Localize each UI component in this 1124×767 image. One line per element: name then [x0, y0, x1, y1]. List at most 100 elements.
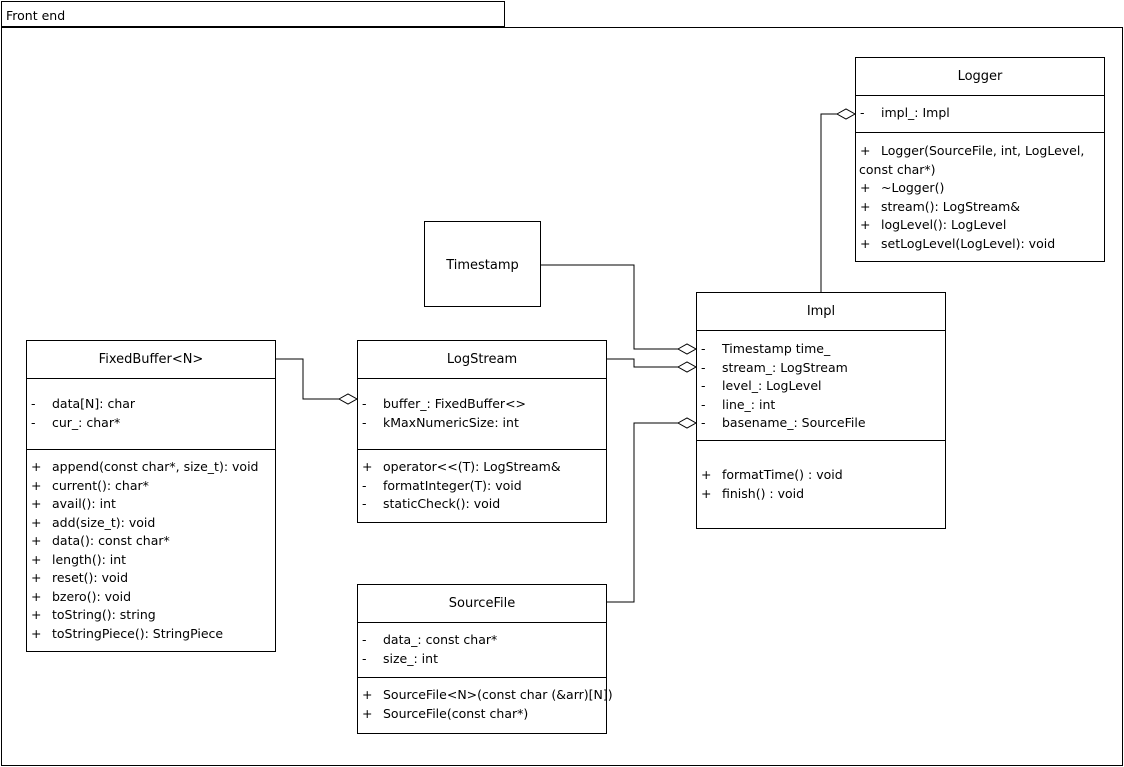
operation-text: length(): int: [52, 551, 127, 567]
operation-row: + toString(): string: [27, 607, 275, 626]
operation-row: + operator<<(T): LogStream&: [358, 459, 606, 478]
attribute-text: kMaxNumericSize: int: [383, 414, 519, 430]
attribute-row: -cur_: char*: [27, 415, 275, 434]
visibility-marker: -: [701, 396, 706, 412]
operation-text: current(): char*: [52, 477, 149, 493]
attribute-text: stream_: LogStream: [722, 359, 848, 375]
attribute-row: - impl_: Impl: [856, 105, 1104, 124]
operation-row: +~Logger(): [856, 180, 1104, 199]
class-logstream[interactable]: LogStream -buffer_: FixedBuffer<>-kMaxNu…: [357, 340, 607, 523]
operation-text: avail(): int: [52, 496, 116, 511]
operation-text: operator<<(T): LogStream&: [383, 459, 561, 474]
operation-row: -formatInteger(T): void: [358, 478, 606, 497]
operation-text: Logger(SourceFile, int, LogLevel,: [881, 143, 1085, 158]
operation-row: const char*): [856, 162, 1104, 181]
operation-row: + SourceFile<N>(const char (&arr)[N]): [358, 687, 613, 706]
visibility-marker: +: [31, 570, 42, 585]
visibility-marker: +: [860, 180, 871, 195]
attribute-text: basename_: SourceFile: [722, 415, 866, 430]
visibility-marker: +: [31, 607, 42, 622]
edge-sourcefile-impl: [607, 422, 678, 603]
visibility-marker: +: [31, 551, 42, 567]
class-sourcefile[interactable]: SourceFile -data_: const char*-size_: in…: [357, 584, 613, 734]
attribute-row: -stream_: LogStream: [697, 360, 945, 379]
aggregation-diamond-icon: [835, 108, 857, 120]
package-label: Front end: [6, 8, 66, 23]
operation-row: +data(): const char*: [27, 533, 275, 552]
visibility-marker: -: [860, 105, 865, 120]
attribute-row: -level_: LogLevel: [697, 378, 945, 397]
attribute-row: -line_: int: [697, 397, 945, 416]
class-name: SourceFile: [448, 596, 516, 611]
attribute-text: impl_: Impl: [881, 105, 950, 120]
aggregation-diamond-icon: [676, 343, 698, 355]
visibility-marker: +: [31, 588, 42, 604]
operation-text: toString(): string: [52, 607, 156, 622]
operation-row: +append(const char*, size_t): void: [27, 459, 275, 478]
operation-text: staticCheck(): void: [383, 496, 501, 511]
visibility-marker: -: [362, 632, 367, 647]
visibility-marker: +: [31, 625, 42, 641]
edge-fixedbuffer-logstream: [276, 358, 339, 400]
attribute-text: level_: LogLevel: [722, 378, 822, 393]
operation-row: + SourceFile(const char*): [358, 706, 606, 725]
class-impl[interactable]: Impl -Timestamp time_-stream_: LogStream…: [696, 292, 946, 529]
visibility-marker: +: [860, 235, 871, 251]
visibility-marker: +: [860, 143, 871, 158]
visibility-marker: +: [701, 467, 712, 482]
visibility-marker: -: [701, 341, 706, 356]
visibility-marker: -: [31, 396, 36, 411]
operation-row: +logLevel(): LogLevel: [856, 217, 1104, 236]
operation-text: data(): const char*: [52, 533, 170, 548]
operation-row: + avail(): int: [27, 496, 275, 515]
operation-text: SourceFile<N>(const char (&arr)[N]): [383, 687, 613, 702]
operation-row: + Logger(SourceFile, int, LogLevel,: [856, 143, 1104, 162]
operation-text: reset(): void: [52, 570, 129, 585]
operation-text: add(size_t): void: [52, 514, 156, 530]
aggregation-diamond-icon: [676, 361, 698, 373]
operation-text: append(const char*, size_t): void: [52, 459, 259, 474]
operation-row: +stream(): LogStream&: [856, 199, 1104, 218]
attribute-row: - data[N]: char: [27, 396, 275, 415]
visibility-marker: +: [860, 198, 871, 214]
operation-text: formatInteger(T): void: [383, 477, 522, 493]
class-name: Impl: [806, 304, 836, 319]
visibility-marker: +: [362, 687, 373, 702]
visibility-marker: -: [362, 414, 367, 430]
visibility-marker: +: [701, 485, 712, 501]
operation-text: toStringPiece(): StringPiece: [52, 625, 224, 641]
operation-row: + current(): char*: [27, 478, 275, 497]
attribute-text: data[N]: char: [52, 396, 136, 411]
class-logger[interactable]: Logger - impl_: Impl + Logger(SourceFile, …: [855, 57, 1105, 262]
visibility-marker: -: [701, 415, 706, 430]
operation-text: SourceFile(const char*): [383, 705, 529, 721]
class-name: Timestamp: [446, 258, 519, 273]
visibility-marker: +: [362, 459, 373, 474]
visibility-marker: +: [31, 496, 42, 511]
operation-row: + setLogLevel(LogLevel): void: [856, 236, 1104, 255]
visibility-marker: +: [31, 477, 42, 493]
attribute-row: -Timestamp time_: [697, 341, 945, 360]
class-timestamp[interactable]: Timestamp: [424, 221, 541, 307]
visibility-marker: -: [701, 359, 706, 375]
edge-logger-impl: [820, 113, 837, 292]
visibility-marker: -: [31, 414, 36, 430]
operation-row: + length(): int: [27, 552, 275, 571]
visibility-marker: -: [362, 650, 367, 666]
visibility-marker: -: [362, 496, 367, 511]
attribute-text: buffer_: FixedBuffer<>: [383, 396, 527, 411]
visibility-marker: +: [362, 705, 373, 721]
visibility-marker: -: [362, 396, 367, 411]
operation-row: +bzero(): void: [27, 589, 275, 608]
class-name: Logger: [957, 69, 1003, 84]
operation-row: - staticCheck(): void: [358, 496, 606, 515]
class-fixedbuffer[interactable]: FixedBuffer<N> - data[N]: char -cur_: char…: [26, 340, 276, 652]
operation-text: setLogLevel(LogLevel): void: [881, 235, 1056, 251]
visibility-marker: +: [31, 514, 42, 530]
operation-text: const char*): [859, 161, 936, 177]
class-name: FixedBuffer<N>: [98, 352, 204, 367]
visibility-marker: -: [362, 477, 367, 493]
attribute-row: -kMaxNumericSize: int: [358, 415, 606, 434]
attribute-row: - basename_: SourceFile: [697, 415, 945, 434]
visibility-marker: +: [860, 217, 871, 232]
